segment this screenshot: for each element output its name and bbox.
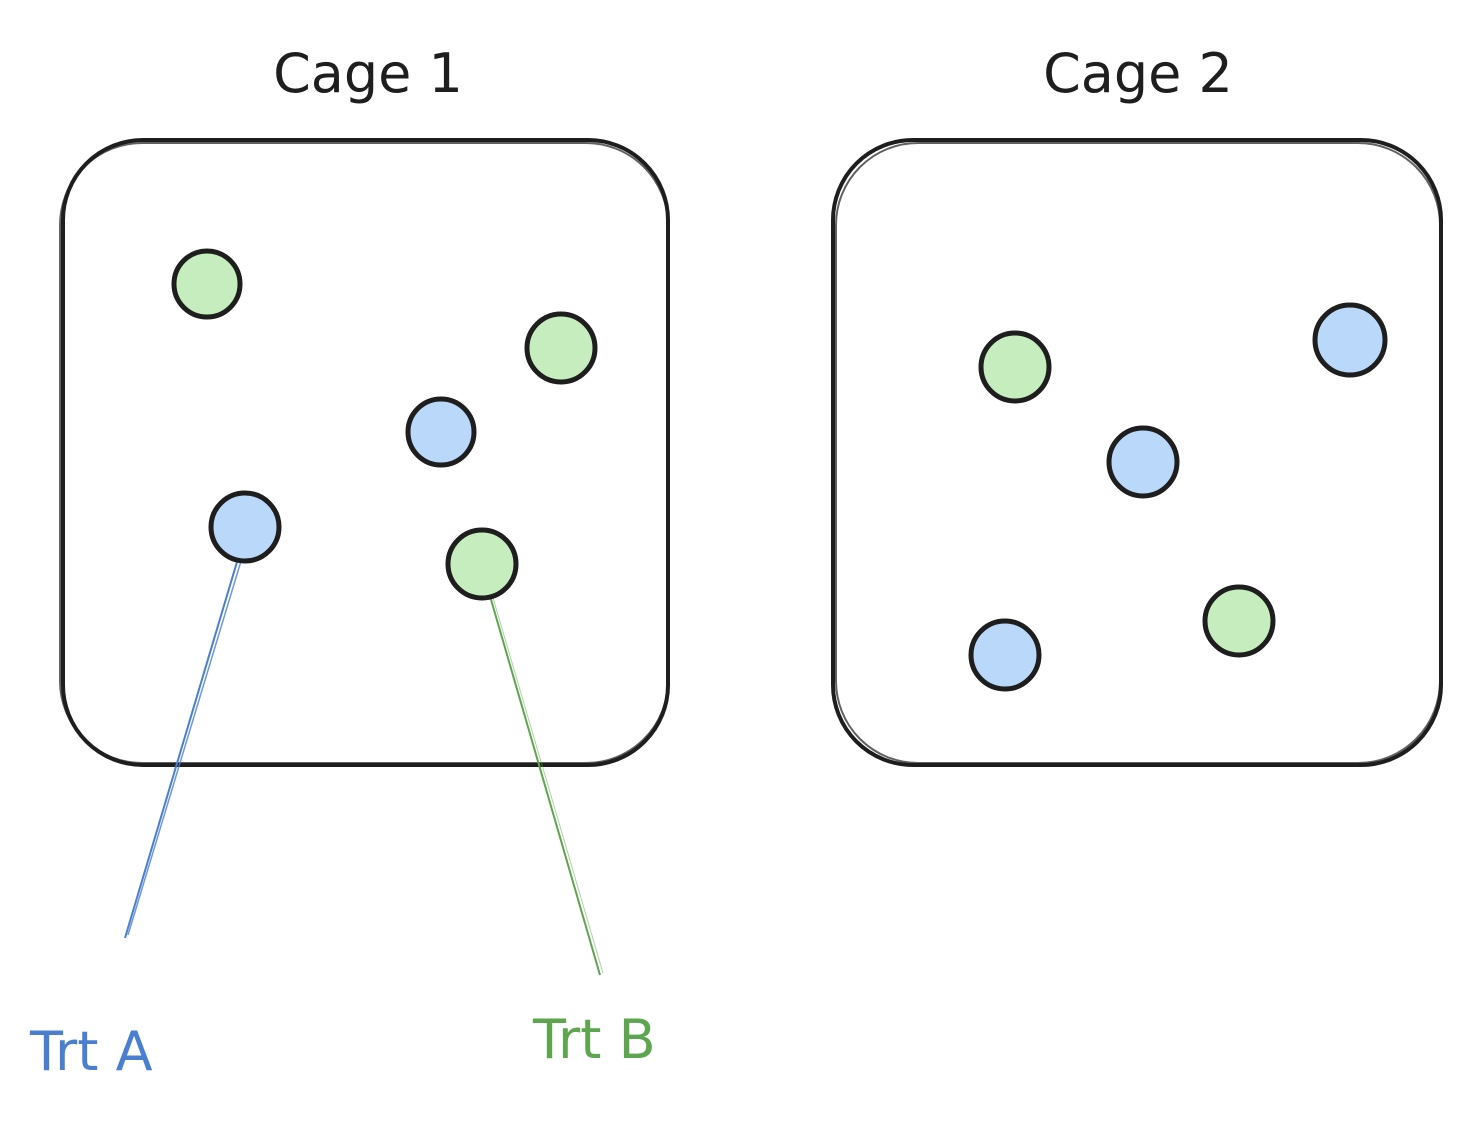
cage-2-animal-trt-b [1202, 584, 1276, 658]
cage-1-animal-trt-a [405, 396, 477, 468]
trt-a-pointer-line [124, 534, 249, 939]
cage-2-animal-trt-b [978, 330, 1052, 404]
cage-2-animals [968, 302, 1388, 692]
cage-2-title: Cage 2 [1043, 42, 1233, 105]
trt-b-label: Trt B [532, 1008, 656, 1071]
cage-1-box [59, 138, 670, 767]
trt-a-label: Trt A [29, 1020, 153, 1083]
cage-2-box [831, 138, 1443, 767]
cage-1-animal-trt-b [171, 248, 243, 320]
cage-2-animal-trt-a [1312, 302, 1388, 378]
cage-2-animal-trt-a [968, 618, 1042, 692]
cage-1-animal-trt-b [524, 311, 598, 385]
cage-1-title: Cage 1 [273, 42, 463, 105]
cage-1-animals [171, 248, 598, 601]
trt-b-pointer-line [482, 571, 604, 976]
cage-1-animal-trt-a [208, 490, 282, 564]
cage-2-animal-trt-a [1106, 425, 1180, 499]
cage-1-animal-trt-b [445, 527, 519, 601]
